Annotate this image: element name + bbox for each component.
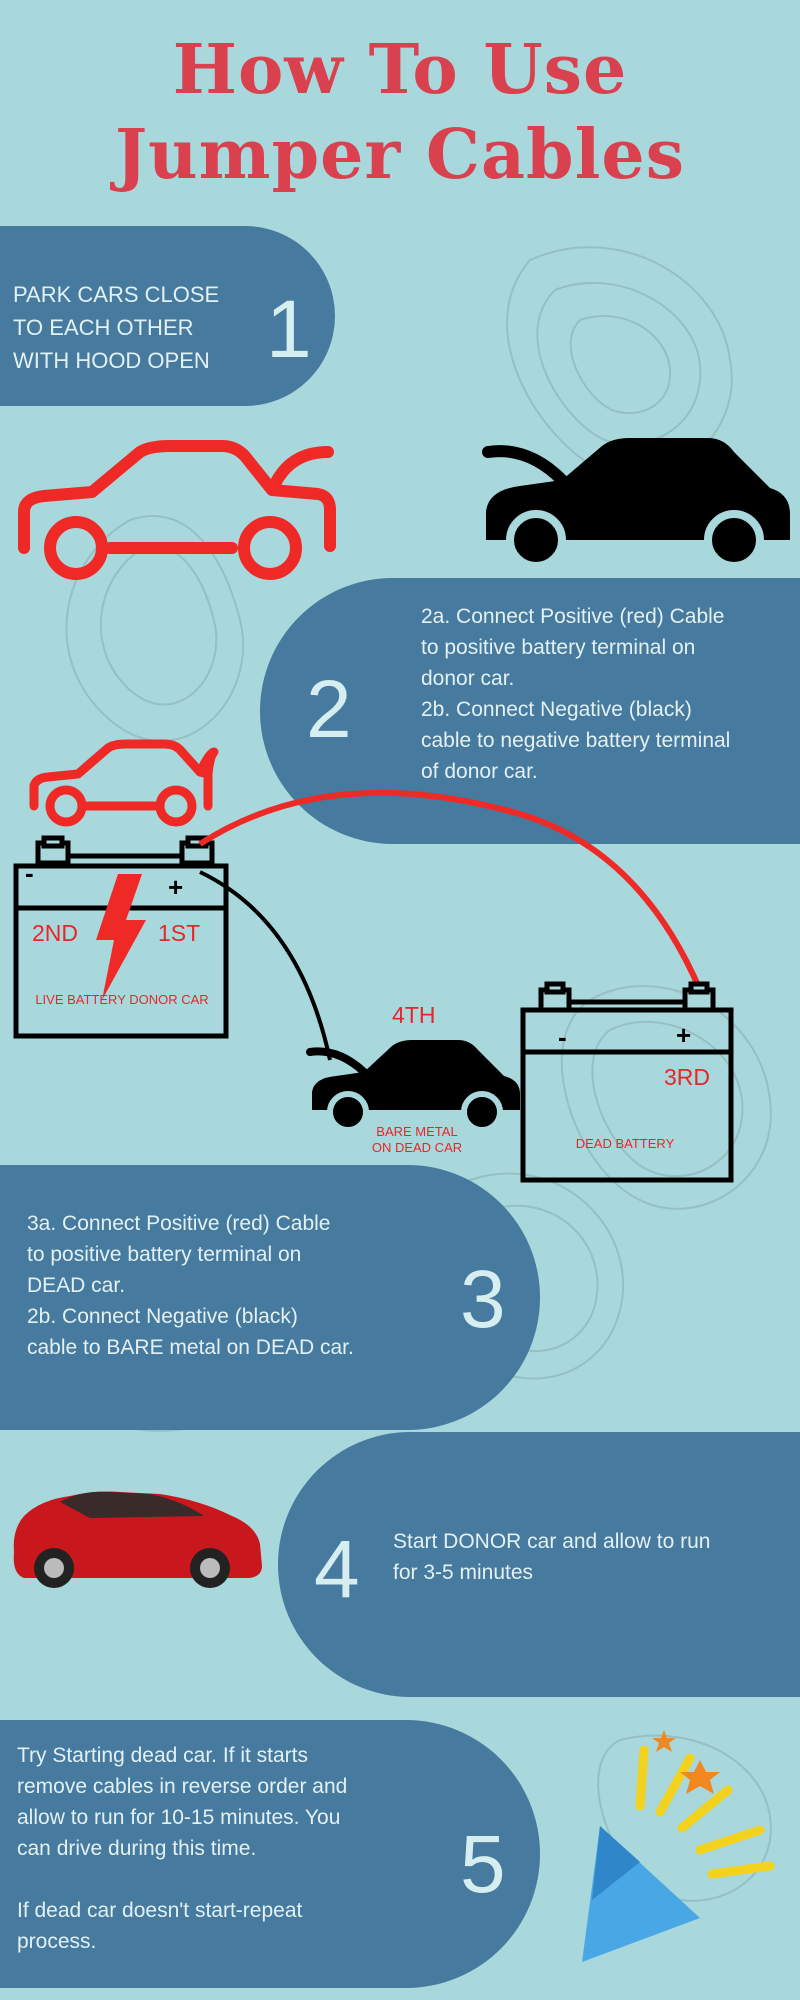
label-4th: 4TH (392, 1002, 436, 1028)
step-3-panel (0, 1165, 540, 1430)
step-4-text: Start DONOR car and allow to run for 3-5… (393, 1530, 711, 1584)
donor-plus-sign: + (168, 872, 184, 902)
step-1-number: 1 (266, 284, 312, 375)
label-3rd: 3RD (664, 1064, 711, 1090)
step-3-number: 3 (460, 1254, 506, 1345)
step-5-text: Try Starting dead car. If it starts remo… (17, 1744, 348, 1953)
step-4-panel (278, 1432, 800, 1697)
step-4-number: 4 (314, 1524, 360, 1615)
donor-minus-sign: - (25, 858, 34, 888)
step-2-number: 2 (306, 664, 352, 755)
dead-minus-sign: - (558, 1022, 567, 1052)
step-3-text: 3a. Connect Positive (red) Cable to posi… (27, 1212, 354, 1359)
label-2nd: 2ND (32, 920, 79, 946)
step-1-panel (0, 226, 335, 406)
label-live-battery-donor-car: LIVE BATTERY DONOR CAR (35, 992, 209, 1007)
page-title-line-2: Jumper Cables (115, 115, 685, 195)
step-5-number: 5 (460, 1819, 506, 1910)
step-1-text: PARK CARS CLOSE TO EACH OTHER WITH HOOD … (13, 282, 220, 373)
step-2-text: 2a. Connect Positive (red) Cable to posi… (421, 605, 731, 783)
dead-plus-sign: + (676, 1020, 692, 1050)
page-title: How To Use (172, 30, 628, 110)
label-1st: 1ST (158, 920, 201, 946)
label-dead-battery: DEAD BATTERY (575, 1136, 675, 1151)
step-5-panel (0, 1720, 540, 1988)
label-bare-metal: BARE METAL ON DEAD CAR (371, 1124, 463, 1155)
